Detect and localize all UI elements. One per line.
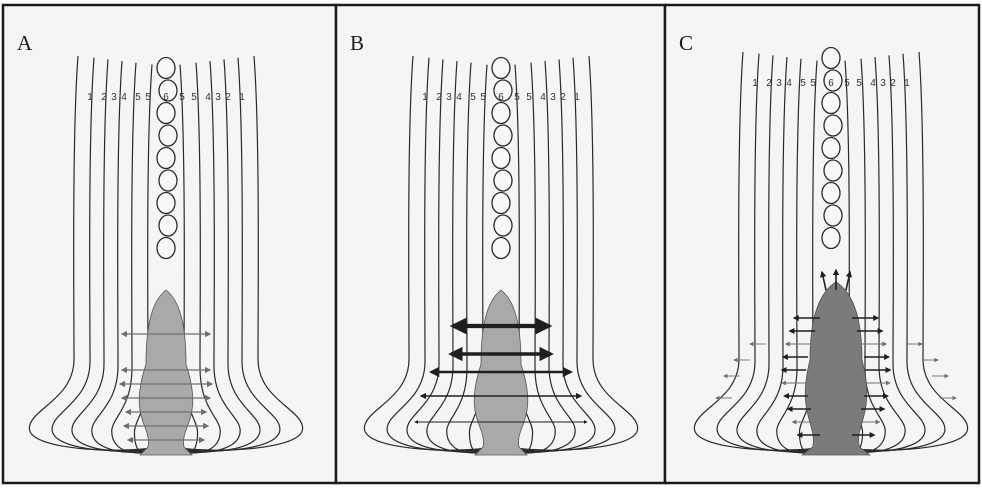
rank-label: 5 [480, 92, 486, 103]
rank-label: 5 [844, 78, 850, 89]
somite-circle [494, 125, 512, 146]
somite-circle [824, 115, 842, 136]
somite-circle [159, 170, 177, 191]
rank-label: 2 [890, 78, 896, 89]
somite-circle [822, 228, 840, 249]
somite-circle [157, 238, 175, 259]
rank-label: 1 [87, 92, 93, 103]
rank-label: 5 [800, 78, 806, 89]
somite-circle [494, 215, 512, 236]
rank-label: 4 [870, 78, 876, 89]
rank-label: 5 [179, 92, 185, 103]
somite-circle [822, 48, 840, 69]
rank-label: 3 [880, 78, 886, 89]
rank-label: 2 [436, 92, 442, 103]
somite-circle [492, 103, 510, 124]
rank-label: 3 [111, 92, 117, 103]
panel-letter: A [17, 31, 33, 55]
somite-circle [824, 160, 842, 181]
rank-label: 1 [239, 92, 245, 103]
rank-label: 1 [422, 92, 428, 103]
somite-circle [492, 58, 510, 79]
somite-circle [157, 193, 175, 214]
somite-circle [157, 58, 175, 79]
rank-label: 4 [121, 92, 127, 103]
rank-label: 5 [470, 92, 476, 103]
rank-label: 5 [191, 92, 197, 103]
rank-label: 4 [205, 92, 211, 103]
rank-label: 1 [752, 78, 758, 89]
rank-label: 3 [776, 78, 782, 89]
rank-label: 1 [574, 92, 580, 103]
rank-label: 3 [446, 92, 452, 103]
rank-label: 5 [145, 92, 151, 103]
rank-label: 3 [550, 92, 556, 103]
somite-circle [822, 138, 840, 159]
center-rank-label: 6 [163, 92, 169, 103]
panel-letter: C [679, 31, 693, 55]
rank-label: 5 [810, 78, 816, 89]
somite-circle [492, 148, 510, 169]
rank-label: 5 [856, 78, 862, 89]
rank-label: 2 [225, 92, 231, 103]
rank-label: 5 [135, 92, 141, 103]
center-rank-label: 6 [498, 92, 504, 103]
rank-label: 4 [456, 92, 462, 103]
rank-label: 2 [766, 78, 772, 89]
rank-label: 4 [540, 92, 546, 103]
somite-circle [492, 193, 510, 214]
rank-label: 4 [786, 78, 792, 89]
somite-circle [492, 238, 510, 259]
somite-circle [822, 93, 840, 114]
rank-label: 5 [526, 92, 532, 103]
center-rank-label: 6 [828, 78, 834, 89]
somite-circle [159, 215, 177, 236]
rank-label: 1 [904, 78, 910, 89]
somite-circle [159, 125, 177, 146]
somite-circle [494, 170, 512, 191]
rank-label: 5 [514, 92, 520, 103]
somite-circle [822, 183, 840, 204]
panel-letter: B [350, 31, 364, 55]
somite-circle [824, 205, 842, 226]
rank-label: 3 [215, 92, 221, 103]
rank-label: 2 [101, 92, 107, 103]
somite-circle [157, 103, 175, 124]
somite-circle [157, 148, 175, 169]
rank-label: 2 [560, 92, 566, 103]
